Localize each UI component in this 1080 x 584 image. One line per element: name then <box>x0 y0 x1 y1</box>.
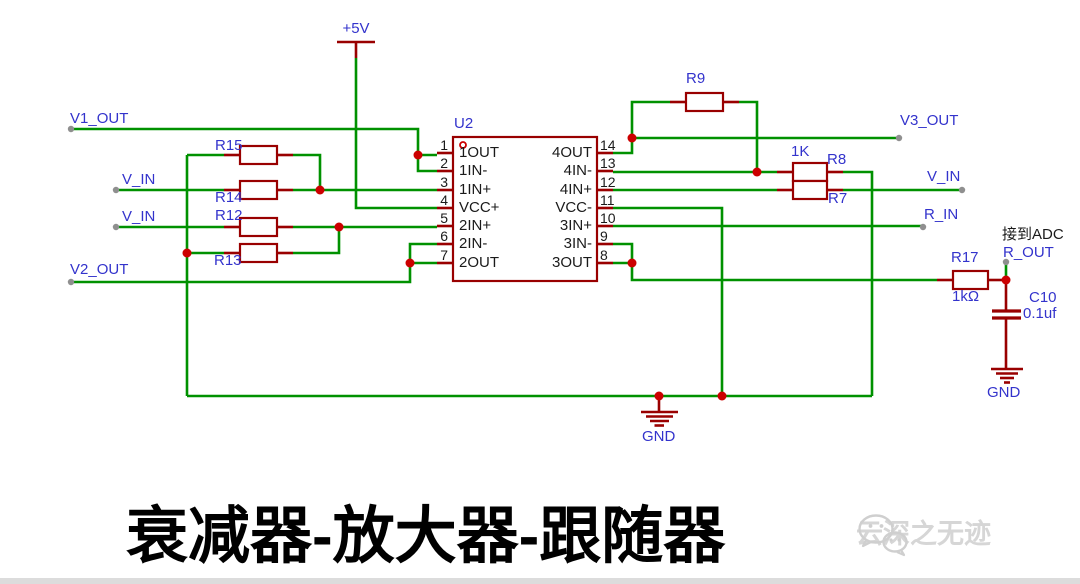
ic-u2-body <box>451 135 599 283</box>
value-r8: 1K <box>791 143 810 160</box>
pin-number: 3 <box>440 174 448 190</box>
pin-number: 14 <box>600 137 616 153</box>
designator-r9: R9 <box>686 70 706 87</box>
pin-number: 7 <box>440 247 448 263</box>
watermark: 云深之无迹 <box>856 512 991 557</box>
pin-name: 2OUT <box>459 254 500 271</box>
designator-r8: R8 <box>827 151 847 168</box>
net-label-v-in-2: V_IN <box>122 208 156 225</box>
pin-name: 3IN+ <box>559 217 592 234</box>
net-label-v2-out: V2_OUT <box>70 261 129 278</box>
pin-number: 2 <box>440 155 448 171</box>
junction-dots <box>182 133 1011 401</box>
net-label-gnd-right: GND <box>987 384 1021 401</box>
designator-u2: U2 <box>454 115 474 132</box>
resistor-r14-body <box>238 179 279 201</box>
resistor-r13-body <box>238 242 279 264</box>
pin-name: 3IN- <box>563 235 592 252</box>
net-label-v-in-1: V_IN <box>122 171 156 188</box>
pin-name: 4IN- <box>563 162 592 179</box>
pin-number: 5 <box>440 210 448 226</box>
pin-name: 2IN+ <box>459 217 492 234</box>
pin-number: 4 <box>440 192 448 208</box>
resistor-r9-body <box>684 91 725 113</box>
bottom-divider <box>0 578 1080 584</box>
designator-r17: R17 <box>951 249 979 266</box>
value-c10: 0.1uf <box>1023 305 1057 322</box>
pin1-marker-icon <box>459 141 467 149</box>
value-r17: 1kΩ <box>952 288 980 305</box>
pin-name: 4IN+ <box>559 181 592 198</box>
net-label-r-out: R_OUT <box>1003 244 1054 261</box>
pin-name: 3OUT <box>551 254 592 271</box>
pin-name: 2IN- <box>459 235 488 252</box>
page-title: 衰减器-放大器-跟随器 <box>126 502 726 571</box>
pin-number: 10 <box>600 210 616 226</box>
power-flag-5v-icon <box>337 40 375 58</box>
pin-number: 12 <box>600 174 616 190</box>
net-label-v1-out: V1_OUT <box>70 110 129 127</box>
watermark-text: 云深之无迹 <box>856 519 991 549</box>
pin-name: 1IN+ <box>459 181 492 198</box>
wechat-icon <box>858 514 908 557</box>
designator-r12: R12 <box>215 207 243 224</box>
pin-number: 6 <box>440 228 448 244</box>
net-label-5v: +5V <box>342 20 370 37</box>
designator-c10: C10 <box>1029 289 1057 306</box>
pin-name: 1OUT <box>459 144 500 161</box>
resistor-r17-body <box>951 269 990 291</box>
wires <box>71 58 1008 398</box>
pin-number: 1 <box>440 137 448 153</box>
resistor-r15-body <box>238 144 279 166</box>
component-pins <box>224 100 1004 282</box>
pin-number: 9 <box>600 228 608 244</box>
designator-r7: R7 <box>828 190 848 207</box>
net-label-v-in-right: V_IN <box>927 168 961 185</box>
resistor-r8-body <box>791 161 829 183</box>
resistor-r7-body <box>791 179 829 201</box>
net-endpoint-dots <box>67 125 1010 286</box>
designator-r13: R13 <box>214 252 242 269</box>
net-label-r-in: R_IN <box>924 206 959 223</box>
pin-name: 1IN- <box>459 162 488 179</box>
net-label-gnd-center: GND <box>642 428 676 445</box>
capacitor-c10-body <box>992 280 1021 369</box>
net-label-v3-out: V3_OUT <box>900 112 959 129</box>
pin-name: VCC- <box>555 199 592 216</box>
pin-name: VCC+ <box>459 199 500 216</box>
designator-r15: R15 <box>215 137 243 154</box>
pin-name: 4OUT <box>551 144 592 161</box>
gnd-symbol-right-icon <box>991 367 1023 384</box>
resistor-r12-body <box>238 216 279 238</box>
pin-number: 11 <box>600 192 615 208</box>
adc-note: 接到ADC <box>1002 226 1064 243</box>
pin-number: 8 <box>600 247 608 263</box>
designator-r14: R14 <box>215 189 243 206</box>
pin-number: 13 <box>600 155 616 171</box>
